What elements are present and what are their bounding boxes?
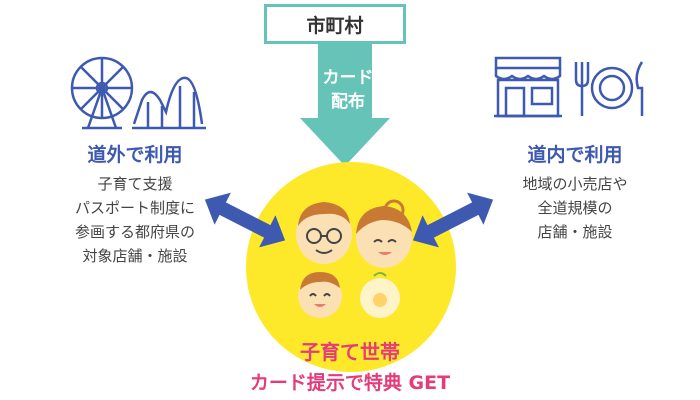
municipality-box: 市町村: [264, 4, 406, 44]
shop-and-cutlery-icon: [494, 56, 644, 118]
card-distribution-arrow: [300, 44, 390, 166]
inside-hokkaido-title: 道内で利用: [527, 144, 623, 166]
outside-hokkaido-title: 道外で利用: [87, 144, 183, 166]
family-faces-icon: [296, 199, 412, 318]
household-title: 子育て世帯: [300, 340, 400, 364]
municipality-label: 市町村: [306, 14, 364, 37]
household-benefit-text: カード提示で特典 GET: [249, 372, 451, 394]
inside-hokkaido-description: 地域の小売店や 全道規模の 店舗・施設: [522, 175, 628, 241]
card-distribution-label: カード 配布: [322, 68, 374, 112]
left-double-arrow: [204, 192, 286, 248]
ferris-wheel-rollercoaster-icon: [70, 56, 206, 130]
household-circle: [246, 162, 456, 372]
right-double-arrow: [412, 192, 494, 248]
outside-hokkaido-description: 子育て支援 パスポート制度に 参画する都府県の 対象店舗・施設: [74, 175, 195, 265]
